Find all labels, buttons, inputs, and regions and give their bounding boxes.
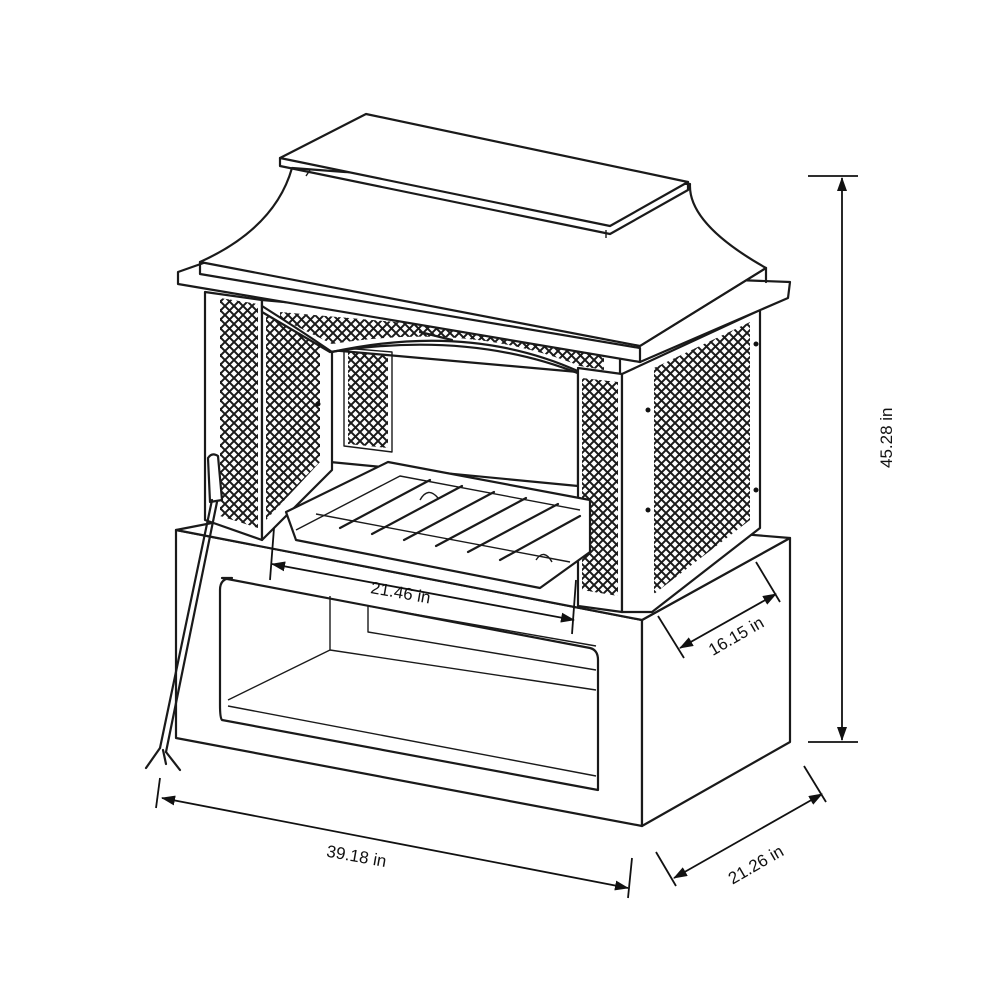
overall-width-label: 39.18 in: [325, 842, 388, 871]
dimension-overall-height: 45.28 in: [808, 175, 896, 743]
fire-grate: [284, 460, 592, 590]
hood: [176, 112, 792, 364]
overall-depth-label: 21.26 in: [725, 841, 787, 888]
front-arch-mesh: [280, 312, 604, 370]
overall-height-label: 45.28 in: [877, 408, 896, 469]
fire-poker: [144, 453, 224, 772]
left-door-mesh: [266, 310, 320, 520]
base-front-opening: [218, 576, 600, 792]
poker-handle: [206, 453, 224, 504]
right-mesh-panel: [654, 322, 750, 594]
right-door-mesh: [582, 378, 618, 596]
left-mesh-panel: [220, 298, 258, 528]
